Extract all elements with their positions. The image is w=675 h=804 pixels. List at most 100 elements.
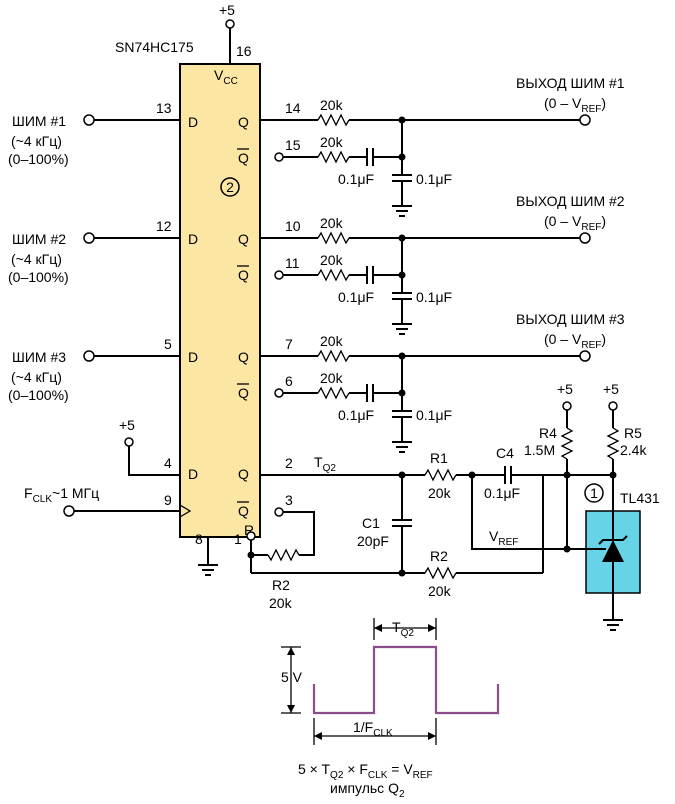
ic-badge (220, 177, 240, 197)
reset-label: R (244, 522, 254, 538)
pulse-waveform (312, 645, 500, 715)
ic-sn74hc175: SN74HC175 VCC 2 +5 16 D Q Q D Q Q D Q Q … (115, 2, 301, 576)
output-2-terminal (579, 232, 591, 244)
input-pwm2-range: (0–100%) (8, 269, 69, 285)
pin-12-label: 12 (156, 218, 172, 234)
ic-supply-label: +5 (219, 2, 235, 18)
d4-supply-terminal (124, 437, 134, 447)
reference-circuit: TQ2 R1 20k C4 0.1μF C1 20pF VREF R2 20k (246, 381, 660, 631)
resistor-20k-out2-value: 20k (320, 215, 344, 231)
ic-supply-terminal (225, 19, 235, 29)
r4-supply-terminal (562, 401, 572, 411)
capacitor-series-2-value: 0.1μF (338, 289, 374, 305)
capacitor-shunt-3-value: 0.1μF (416, 407, 452, 423)
d4-label: D (188, 466, 198, 482)
ic-vcc-label: VCC (214, 67, 238, 87)
resistor-r2 (424, 566, 457, 580)
d1-label: D (188, 114, 198, 130)
pin-13-label: 13 (156, 100, 172, 116)
resistor-r2-reset-name: R2 (272, 577, 290, 593)
vref-label: VREF (489, 528, 518, 548)
pin-11-label: 11 (285, 255, 300, 271)
resistor-20k-qbar2 (317, 268, 350, 282)
capacitor-c1-name: C1 (362, 515, 380, 531)
input-pwm3: ШИМ #3 (~4 кГц) (0–100%) (8, 349, 180, 403)
ic-name: SN74HC175 (115, 39, 194, 55)
ground-icon (392, 323, 412, 335)
waveform-diagram: TQ2 5 V 1/FCLK 5 × TQ2 × FCLK = VREF имп… (281, 618, 500, 800)
clock-triangle (179, 504, 192, 518)
ground-icon (392, 441, 412, 453)
input-pwm2-terminal (83, 232, 95, 244)
input-pwm2-label: ШИМ #2 (12, 231, 66, 247)
waveform-caption: импульс Q2 (330, 780, 405, 800)
resistor-20k-qbar2-value: 20k (320, 252, 344, 268)
ic-ground-icon (198, 564, 218, 576)
input-pwm2: ШИМ #2 (~4 кГц) (0–100%) (8, 231, 180, 285)
output-3-terminal (579, 350, 591, 362)
resistor-20k-qbar3-value: 20k (320, 370, 344, 386)
waveform-equation: 5 × TQ2 × FCLK = VREF (298, 761, 433, 781)
pin-1-label: 1 (234, 531, 242, 547)
output-filter-2: 20k 20k 0.1μF 0.1μF ВЫХОД ШИМ #2 (0 – VR… (260, 193, 625, 335)
resistor-r2-value: 20k (428, 583, 452, 599)
input-pwm1-label: ШИМ #1 (12, 113, 66, 129)
resistor-r5-name: R5 (624, 425, 642, 441)
resistor-20k-out3 (317, 349, 350, 363)
waveform-amplitude: 5 V (281, 669, 303, 685)
resistor-20k-qbar1-value: 20k (320, 134, 344, 150)
resistor-r2-reset-value: 20k (269, 595, 293, 611)
pin-2-label: 2 (285, 455, 293, 471)
pin-6-label: 6 (285, 373, 293, 389)
waveform-tq2-label: TQ2 (392, 619, 414, 639)
pin-5-label: 5 (164, 336, 172, 352)
output-filter-3: 20k 20k 0.1μF 0.1μF ВЫХОД ШИМ #3 (0 – VR… (260, 311, 625, 453)
output-filter-1: 20k 20k 0.1μF 0.1μF ВЫХОД ШИМ #1 (0 – VR… (260, 75, 625, 217)
resistor-r1-value: 20k (428, 485, 452, 501)
resistor-r1-name: R1 (430, 450, 448, 466)
output-2-range: (0 – VREF) (544, 213, 606, 233)
capacitor-shunt-1-value: 0.1μF (416, 171, 452, 187)
input-pwm1: ШИМ #1 (~4 кГц) (0–100%) (8, 113, 180, 167)
resistor-20k-out1-value: 20k (320, 97, 344, 113)
q1-label: Q (238, 114, 249, 130)
tl431-badge (584, 483, 604, 503)
resistor-r2-reset (267, 548, 300, 562)
q3-label: Q (238, 349, 249, 365)
resistor-20k-out3-value: 20k (320, 333, 344, 349)
resistor-20k-qbar1 (317, 150, 350, 164)
capacitor-c4-name: C4 (496, 445, 514, 461)
d4-supply-label: +5 (119, 417, 135, 433)
d2-label: D (188, 231, 198, 247)
clock-label: FCLK~1 МГц (24, 485, 99, 505)
ground-icon (392, 205, 412, 217)
resistor-r4 (560, 427, 574, 460)
output-2-label: ВЫХОД ШИМ #2 (516, 193, 625, 209)
tl431-name: TL431 (620, 490, 660, 506)
resistor-r4-name: R4 (539, 425, 557, 441)
pin-15-label: 15 (285, 137, 301, 153)
pin-14-label: 14 (285, 100, 301, 116)
q3bar-label: Q (238, 385, 249, 401)
resistor-20k-out2 (317, 231, 350, 245)
input-pwm1-terminal (83, 114, 95, 126)
q4-label: Q (238, 466, 249, 482)
zener-diode-icon (567, 511, 628, 620)
tl431-badge-number: 1 (590, 485, 598, 501)
output-3-label: ВЫХОД ШИМ #3 (516, 311, 625, 327)
pin-16-label: 16 (236, 43, 252, 59)
q2-label: Q (238, 231, 249, 247)
capacitor-c1-value: 20pF (357, 533, 389, 549)
output-1-range: (0 – VREF) (544, 95, 606, 115)
resistor-r5 (606, 427, 620, 460)
pin-10-label: 10 (285, 218, 301, 234)
waveform-period-label: 1/FCLK (353, 719, 393, 739)
resistor-20k-out1 (317, 113, 350, 127)
tq2-label: TQ2 (314, 454, 336, 474)
r4-supply-label: +5 (557, 381, 573, 397)
resistor-r5-value: 2.4k (620, 442, 647, 458)
r5-supply-terminal (608, 401, 618, 411)
ic-badge-number: 2 (226, 179, 234, 195)
r5-supply-label: +5 (603, 381, 619, 397)
